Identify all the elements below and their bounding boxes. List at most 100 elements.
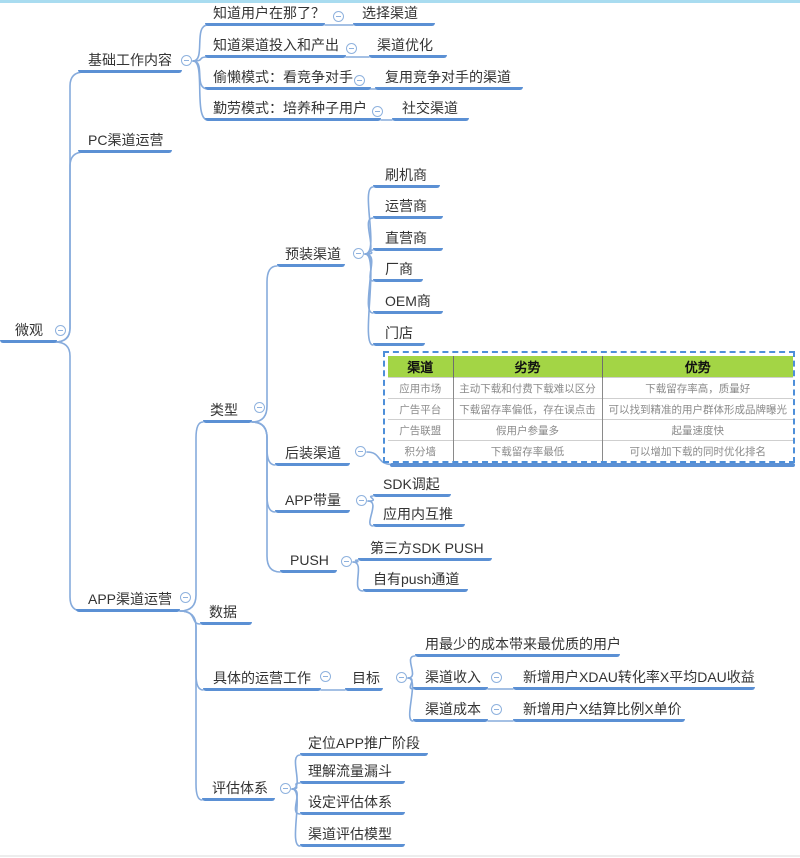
collapse-icon-evaluation[interactable] (280, 783, 291, 794)
node-channel-cost-label: 渠道成本 (425, 701, 481, 717)
cell-app-market: 应用市场 (388, 377, 453, 399)
node-position-promo-stage[interactable]: 定位APP推广阶段 (300, 734, 428, 756)
node-revenue-formula[interactable]: 新增用户XDAU转化率X平均DAU收益 (513, 668, 755, 690)
node-root[interactable]: 微观 (0, 321, 57, 343)
node-store-label: 门店 (385, 325, 413, 341)
table-header-weakness: 劣势 (452, 356, 602, 378)
node-traffic-funnel[interactable]: 理解流量漏斗 (300, 762, 405, 784)
node-social-channel[interactable]: 社交渠道 (392, 99, 469, 121)
node-app-volume[interactable]: APP带量 (275, 491, 350, 513)
node-traffic-funnel-label: 理解流量漏斗 (308, 763, 392, 779)
node-third-party-sdk-push[interactable]: 第三方SDK PUSH (358, 539, 492, 561)
cell-points-wall: 积分墙 (388, 440, 453, 461)
table-row: 广告平台 下载留存率偏低，存在误点击 可以找到精准的用户群体形成品牌曝光 (388, 398, 793, 420)
cell-ad-network-weak: 假用户参量多 (452, 419, 602, 441)
node-manufacturer[interactable]: 厂商 (373, 260, 423, 282)
node-postinstall-channel-label: 后装渠道 (285, 445, 341, 461)
collapse-icon-push[interactable] (341, 556, 352, 567)
collapse-icon-basic-work[interactable] (181, 55, 192, 66)
node-app-channel[interactable]: APP渠道运营 (76, 590, 180, 612)
node-data[interactable]: 数据 (200, 603, 252, 625)
node-reuse-competitor-channel-label: 复用竞争对手的渠道 (385, 69, 511, 85)
node-operation-work[interactable]: 具体的运营工作 (203, 669, 321, 691)
node-set-evaluation[interactable]: 设定评估体系 (300, 793, 405, 815)
node-choose-channel[interactable]: 选择渠道 (353, 4, 435, 26)
node-type-label: 类型 (210, 402, 238, 418)
node-app-volume-label: APP带量 (285, 492, 342, 508)
table-header-row: 渠道 劣势 优势 (388, 356, 793, 378)
collapse-icon-root[interactable] (55, 325, 66, 336)
cell-ad-network-strong: 起量速度快 (601, 419, 793, 441)
node-preinstall-channel-label: 预装渠道 (285, 246, 341, 262)
node-channel-revenue[interactable]: 渠道收入 (413, 668, 488, 690)
cell-ad-network: 广告联盟 (388, 419, 453, 441)
table-header-strength: 优势 (601, 356, 793, 378)
cell-points-wall-strong: 可以增加下载的同时优化排名 (601, 440, 793, 461)
cell-app-market-weak: 主动下载和付费下载难以区分 (452, 377, 602, 399)
node-third-party-sdk-push-label: 第三方SDK PUSH (370, 540, 484, 556)
node-data-label: 数据 (209, 604, 237, 620)
node-channel-optimize[interactable]: 渠道优化 (369, 36, 447, 58)
collapse-icon-type[interactable] (254, 402, 265, 413)
node-lazy-mode[interactable]: 偷懒模式：看竞争对手 (205, 68, 371, 90)
node-diligent-mode[interactable]: 勤劳模式：培养种子用户 (205, 99, 381, 121)
collapse-icon-lazy-mode[interactable] (354, 75, 365, 86)
node-own-push-channel-label: 自有push通道 (373, 571, 460, 587)
node-channel-revenue-label: 渠道收入 (425, 669, 481, 685)
node-evaluation-system[interactable]: 评估体系 (202, 779, 275, 801)
node-preinstall-channel[interactable]: 预装渠道 (277, 245, 345, 267)
node-evaluation-model-label: 渠道评估模型 (308, 826, 392, 842)
collapse-icon-channel-cost[interactable] (491, 704, 502, 715)
node-know-input-output-label: 知道渠道投入和产出 (213, 37, 339, 53)
node-operation-work-label: 具体的运营工作 (213, 670, 311, 686)
node-know-users[interactable]: 知道用户在那了？ (205, 4, 325, 26)
node-position-promo-stage-label: 定位APP推广阶段 (308, 735, 421, 751)
node-best-users-principle[interactable]: 用最少的成本带来最优质的用户 (415, 635, 621, 657)
node-know-input-output[interactable]: 知道渠道投入和产出 (205, 36, 346, 58)
node-sdk-invoke-label: SDK调起 (383, 476, 440, 492)
node-pc-channel[interactable]: PC渠道运营 (78, 131, 172, 153)
node-goal[interactable]: 目标 (345, 669, 383, 691)
node-carrier[interactable]: 运营商 (373, 197, 443, 219)
collapse-icon-app-channel[interactable] (180, 592, 191, 603)
collapse-icon-app-volume[interactable] (356, 495, 367, 506)
cell-points-wall-weak: 下载留存率最低 (452, 440, 602, 461)
node-direct-vendor[interactable]: 直营商 (373, 229, 443, 251)
collapse-icon-postinstall[interactable] (355, 446, 366, 457)
node-sdk-invoke[interactable]: SDK调起 (373, 475, 451, 497)
collapse-icon-channel-revenue[interactable] (491, 672, 502, 683)
collapse-icon-operation-work[interactable] (320, 671, 331, 682)
node-basic-work[interactable]: 基础工作内容 (78, 51, 182, 73)
node-direct-vendor-label: 直营商 (385, 230, 427, 246)
node-pc-channel-label: PC渠道运营 (88, 132, 164, 148)
node-flash-vendor[interactable]: 刷机商 (373, 166, 440, 188)
node-cost-formula-label: 新增用户X结算比例X单价 (523, 701, 682, 717)
node-carrier-label: 运营商 (385, 198, 427, 214)
node-app-channel-label: APP渠道运营 (88, 591, 173, 607)
node-type[interactable]: 类型 (203, 401, 252, 423)
node-channel-cost[interactable]: 渠道成本 (413, 700, 488, 722)
node-channel-table[interactable]: 渠道 劣势 优势 应用市场 主动下载和付费下载难以区分 下载留存率高，质量好 广… (388, 356, 793, 461)
node-in-app-promo[interactable]: 应用内互推 (373, 505, 465, 527)
node-oem[interactable]: OEM商 (373, 292, 443, 314)
table-row: 积分墙 下载留存率最低 可以增加下载的同时优化排名 (388, 440, 793, 461)
node-root-label: 微观 (15, 322, 43, 338)
collapse-icon-know-users[interactable] (333, 11, 344, 22)
collapse-icon-diligent-mode[interactable] (372, 106, 383, 117)
node-evaluation-model[interactable]: 渠道评估模型 (300, 825, 405, 847)
cell-ad-platform-weak: 下载留存率偏低，存在误点击 (452, 398, 602, 420)
collapse-icon-know-input-output[interactable] (346, 43, 357, 54)
collapse-icon-preinstall[interactable] (353, 248, 364, 259)
node-reuse-competitor-channel[interactable]: 复用竞争对手的渠道 (375, 68, 523, 90)
node-postinstall-channel[interactable]: 后装渠道 (275, 444, 350, 466)
node-own-push-channel[interactable]: 自有push通道 (363, 570, 468, 592)
node-in-app-promo-label: 应用内互推 (383, 506, 453, 522)
node-flash-vendor-label: 刷机商 (385, 167, 427, 183)
collapse-icon-goal[interactable] (396, 672, 407, 683)
node-store[interactable]: 门店 (373, 324, 425, 346)
node-know-users-label: 知道用户在那了？ (213, 5, 325, 21)
node-push[interactable]: PUSH (280, 551, 337, 573)
node-cost-formula[interactable]: 新增用户X结算比例X单价 (513, 700, 685, 722)
canvas-bottom-border (0, 855, 800, 857)
